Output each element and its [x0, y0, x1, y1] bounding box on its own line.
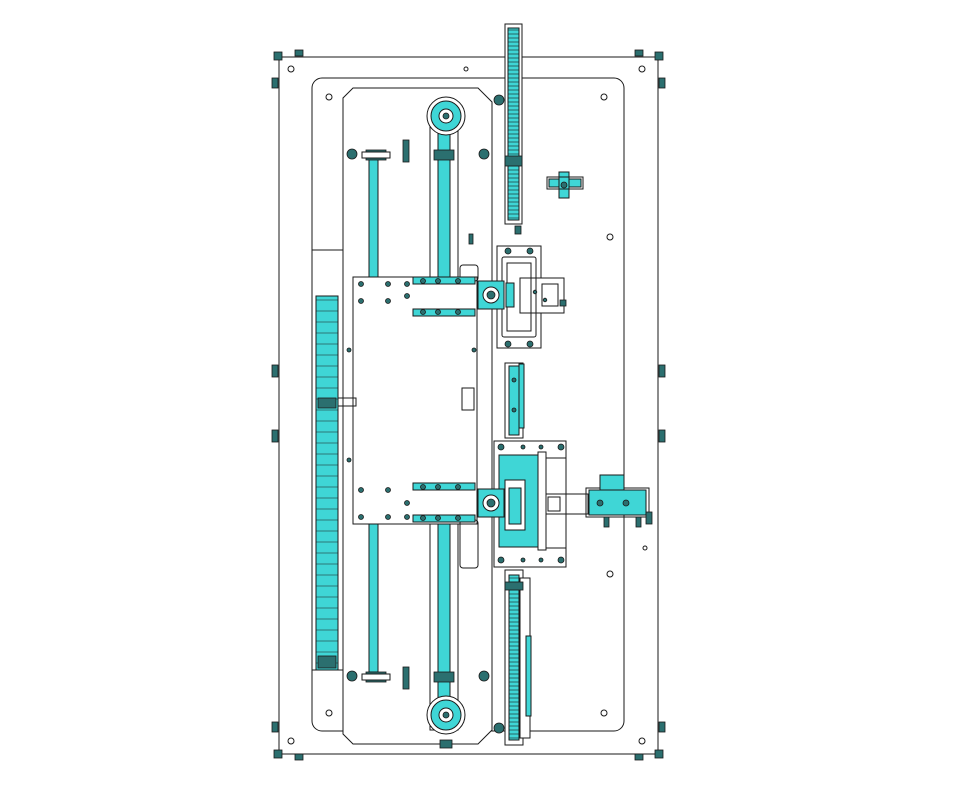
- limit-sensor: [468, 233, 474, 245]
- upper-gripper-assembly: [477, 225, 567, 349]
- support-bolts: [346, 94, 505, 734]
- cable-drag-chain: [311, 249, 344, 671]
- bottom-pulley: [426, 695, 466, 749]
- side-cylinder: [585, 474, 653, 551]
- gear-rack-bottom: [504, 569, 532, 746]
- carriage-plate: [337, 264, 479, 569]
- linear-rail-middle: [504, 362, 525, 439]
- lower-gripper-assembly: [477, 440, 589, 568]
- top-pulley: [426, 96, 466, 136]
- gear-rack-top: [504, 23, 523, 225]
- sensor-bracket: [546, 171, 584, 199]
